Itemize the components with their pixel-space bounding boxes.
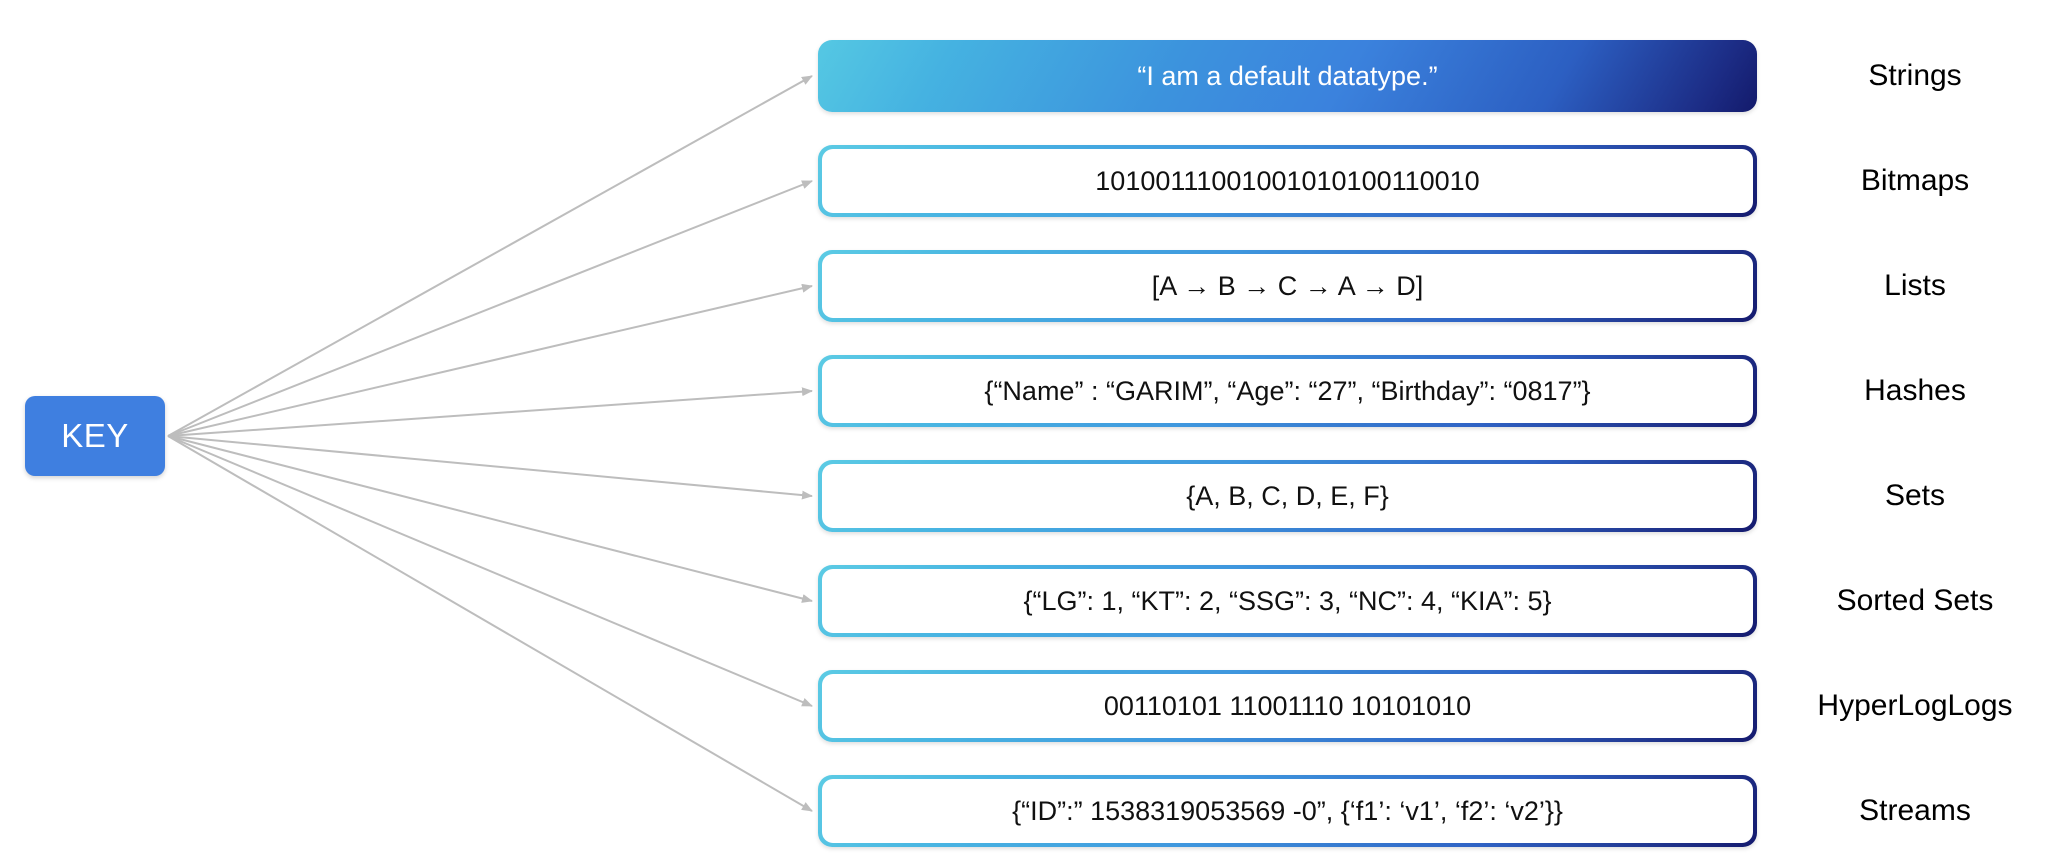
value-box-inner: {A, B, C, D, E, F} [822,464,1753,528]
datatype-row: {A, B, C, D, E, F} [0,460,2048,532]
value-box-bitmaps[interactable]: 10100111001001010100110010 [818,145,1757,217]
type-label-sorted-sets: Sorted Sets [1836,584,1994,617]
value-text: {“LG”: 1, “KT”: 2, “SSG”: 3, “NC”: 4, “K… [1023,585,1552,616]
value-box-sets[interactable]: {A, B, C, D, E, F} [818,460,1757,532]
type-label-lists: Lists [1884,269,1946,302]
value-text: {A, B, C, D, E, F} [1186,480,1389,511]
type-label-hyperloglogs: HyperLogLogs [1817,689,2013,722]
value-box-hashes[interactable]: {“Name” : “GARIM”, “Age”: “27”, “Birthda… [818,355,1757,427]
datatype-row: {“LG”: 1, “KT”: 2, “SSG”: 3, “NC”: 4, “K… [0,565,2048,637]
datatype-row: 10100111001001010100110010 [0,145,2048,217]
type-label-bitmaps: Bitmaps [1860,164,1970,197]
value-box-sorted-sets[interactable]: {“LG”: 1, “KT”: 2, “SSG”: 3, “NC”: 4, “K… [818,565,1757,637]
value-text: {“ID”:” 1538319053569 -0”, {‘f1’: ‘v1’, … [1012,795,1563,826]
datatype-row: “I am a default datatype.” [0,40,2048,112]
type-label-sets: Sets [1884,479,1946,512]
value-text: “I am a default datatype.” [1137,60,1438,91]
type-label-strings: Strings [1868,59,1962,92]
value-box-strings[interactable]: “I am a default datatype.” [818,40,1757,112]
value-box-inner: 10100111001001010100110010 [822,149,1753,213]
value-box-inner: [A → B → C → A → D] [822,254,1753,318]
datatype-row: 00110101 11001110 10101010 [0,670,2048,742]
datatype-row: [A → B → C → A → D] [0,250,2048,322]
datatype-row: {“ID”:” 1538319053569 -0”, {‘f1’: ‘v1’, … [0,775,2048,847]
value-text: [A → B → C → A → D] [1151,270,1424,301]
value-box-inner: {“ID”:” 1538319053569 -0”, {‘f1’: ‘v1’, … [822,779,1753,843]
value-box-inner: {“Name” : “GARIM”, “Age”: “27”, “Birthda… [822,359,1753,423]
value-box-inner: 00110101 11001110 10101010 [822,674,1753,738]
value-box-hyperloglogs[interactable]: 00110101 11001110 10101010 [818,670,1757,742]
value-box-lists[interactable]: [A → B → C → A → D] [818,250,1757,322]
key-node-label: KEY [61,417,129,454]
value-box-inner: “I am a default datatype.” [818,40,1757,112]
datatype-row: {“Name” : “GARIM”, “Age”: “27”, “Birthda… [0,355,2048,427]
type-label-streams: Streams [1859,794,1971,827]
value-box-inner: {“LG”: 1, “KT”: 2, “SSG”: 3, “NC”: 4, “K… [822,569,1753,633]
value-text: 10100111001001010100110010 [1095,165,1480,196]
key-node[interactable]: KEY [25,396,165,476]
type-label-hashes: Hashes [1864,374,1966,407]
value-text: {“Name” : “GARIM”, “Age”: “27”, “Birthda… [984,375,1591,406]
value-text: 00110101 11001110 10101010 [1103,690,1472,721]
value-box-streams[interactable]: {“ID”:” 1538319053569 -0”, {‘f1’: ‘v1’, … [818,775,1757,847]
